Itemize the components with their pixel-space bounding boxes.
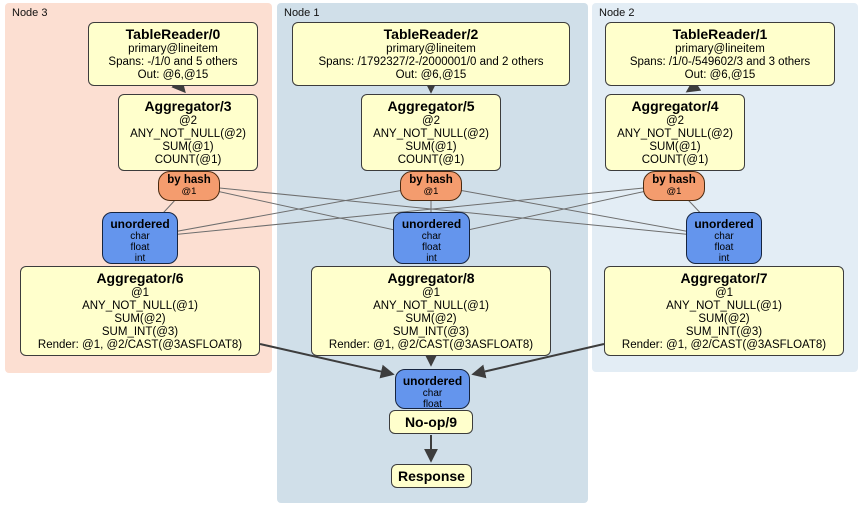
router-label: by hash — [652, 174, 696, 186]
sync-type: char — [421, 231, 442, 242]
unordered-sync-final: unordered char float — [395, 369, 470, 410]
router-detail: @1 — [423, 186, 439, 197]
sync-type: float — [714, 242, 734, 253]
processor-detail-line: primary@lineitem — [386, 43, 476, 55]
processor-aggregator-6: Aggregator/6 @1 ANY_NOT_NULL(@1) SUM(@2)… — [20, 266, 260, 356]
processor-detail-line: SUM(@1) — [405, 141, 457, 153]
processor-detail-line: SUM(@2) — [405, 313, 457, 325]
processor-title: Aggregator/6 — [96, 270, 184, 286]
response-label: Response — [398, 468, 465, 484]
sync-type: int — [134, 253, 146, 264]
processor-detail-line: SUM(@2) — [114, 313, 166, 325]
processor-detail-line: SUM(@1) — [649, 141, 701, 153]
processor-detail-line: Out: @6,@15 — [137, 69, 209, 81]
processor-detail-line: COUNT(@1) — [397, 154, 465, 166]
processor-detail-line: Render: @1, @2/CAST(@3ASFLOAT8) — [328, 339, 534, 351]
processor-detail-line: Out: @6,@15 — [395, 69, 467, 81]
sync-type: int — [426, 253, 437, 264]
processor-detail-line: @2 — [178, 115, 198, 127]
processor-title: No-op/9 — [404, 414, 458, 430]
processor-detail-line: Spans: /1/0-/549602/3 and 3 others — [629, 56, 811, 68]
processor-detail-line: Out: @6,@15 — [684, 69, 756, 81]
sync-type: float — [130, 242, 150, 253]
processor-detail-line: primary@lineitem — [675, 43, 765, 55]
processor-detail-line: ANY_NOT_NULL(@2) — [373, 128, 489, 140]
processor-detail-line: COUNT(@1) — [641, 154, 709, 166]
processor-title: TableReader/1 — [672, 26, 768, 42]
processor-detail-line: ANY_NOT_NULL(@2) — [617, 128, 733, 140]
processor-detail-line: SUM_INT(@3) — [685, 326, 763, 338]
node-region-label: Node 3 — [12, 7, 48, 19]
processor-detail-line: @1 — [130, 287, 150, 299]
processor-detail-line: SUM(@2) — [698, 313, 750, 325]
processor-title: Aggregator/8 — [387, 270, 475, 286]
processor-title: TableReader/2 — [383, 26, 479, 42]
processor-detail-line: Render: @1, @2/CAST(@3ASFLOAT8) — [37, 339, 243, 351]
sync-label: unordered — [402, 374, 463, 388]
processor-title: TableReader/0 — [125, 26, 221, 42]
response-box: Response — [391, 464, 472, 488]
hash-router-node2: by hash @1 — [643, 171, 705, 201]
node-region-label: Node 2 — [599, 7, 635, 19]
processor-aggregator-7: Aggregator/7 @1 ANY_NOT_NULL(@1) SUM(@2)… — [604, 266, 844, 356]
processor-detail-line: ANY_NOT_NULL(@2) — [130, 128, 246, 140]
processor-tablereader-0: TableReader/0 primary@lineitem Spans: -/… — [88, 22, 258, 86]
processor-noop-9: No-op/9 — [389, 410, 473, 434]
processor-title: Aggregator/7 — [680, 270, 768, 286]
processor-tablereader-1: TableReader/1 primary@lineitem Spans: /1… — [605, 22, 835, 86]
unordered-sync-node3: unordered char float int — [102, 212, 178, 264]
sync-label: unordered — [694, 217, 754, 231]
processor-detail-line: @2 — [421, 115, 441, 127]
hash-router-node3: by hash @1 — [158, 171, 220, 201]
processor-aggregator-4: Aggregator/4 @2 ANY_NOT_NULL(@2) SUM(@1)… — [605, 94, 745, 171]
processor-detail-line: @1 — [421, 287, 441, 299]
processor-detail-line: COUNT(@1) — [154, 154, 222, 166]
sync-label: unordered — [401, 217, 462, 231]
processor-detail-line: Spans: /1792327/2-/2000001/0 and 2 other… — [318, 56, 544, 68]
processor-title: Aggregator/3 — [144, 98, 232, 114]
node-region-label: Node 1 — [284, 7, 320, 19]
processor-detail-line: @2 — [665, 115, 685, 127]
processor-detail-line: ANY_NOT_NULL(@1) — [82, 300, 198, 312]
hash-router-node1: by hash @1 — [400, 171, 462, 201]
sync-label: unordered — [110, 217, 170, 231]
processor-detail-line: SUM_INT(@3) — [392, 326, 470, 338]
processor-aggregator-3: Aggregator/3 @2 ANY_NOT_NULL(@2) SUM(@1)… — [118, 94, 258, 171]
processor-aggregator-8: Aggregator/8 @1 ANY_NOT_NULL(@1) SUM(@2)… — [311, 266, 551, 356]
sync-type: float — [423, 399, 442, 410]
processor-title: Aggregator/4 — [631, 98, 719, 114]
sync-type: float — [422, 242, 441, 253]
processor-detail-line: Spans: -/1/0 and 5 others — [108, 56, 238, 68]
router-detail: @1 — [666, 186, 682, 197]
router-label: by hash — [167, 174, 211, 186]
processor-detail-line: primary@lineitem — [128, 43, 218, 55]
router-label: by hash — [409, 174, 453, 186]
processor-detail-line: SUM(@1) — [162, 141, 214, 153]
sync-type: char — [714, 231, 734, 242]
processor-detail-line: ANY_NOT_NULL(@1) — [373, 300, 489, 312]
processor-detail-line: @1 — [714, 287, 734, 299]
processor-title: Aggregator/5 — [387, 98, 475, 114]
processor-detail-line: SUM_INT(@3) — [101, 326, 179, 338]
sync-type: int — [718, 253, 730, 264]
router-detail: @1 — [181, 186, 197, 197]
processor-aggregator-5: Aggregator/5 @2 ANY_NOT_NULL(@2) SUM(@1)… — [361, 94, 501, 171]
processor-detail-line: ANY_NOT_NULL(@1) — [666, 300, 782, 312]
sync-type: char — [130, 231, 150, 242]
processor-detail-line: Render: @1, @2/CAST(@3ASFLOAT8) — [621, 339, 827, 351]
unordered-sync-node2: unordered char float int — [686, 212, 762, 264]
processor-tablereader-2: TableReader/2 primary@lineitem Spans: /1… — [292, 22, 570, 86]
sync-type: char — [422, 388, 443, 399]
unordered-sync-node1: unordered char float int — [393, 212, 470, 264]
